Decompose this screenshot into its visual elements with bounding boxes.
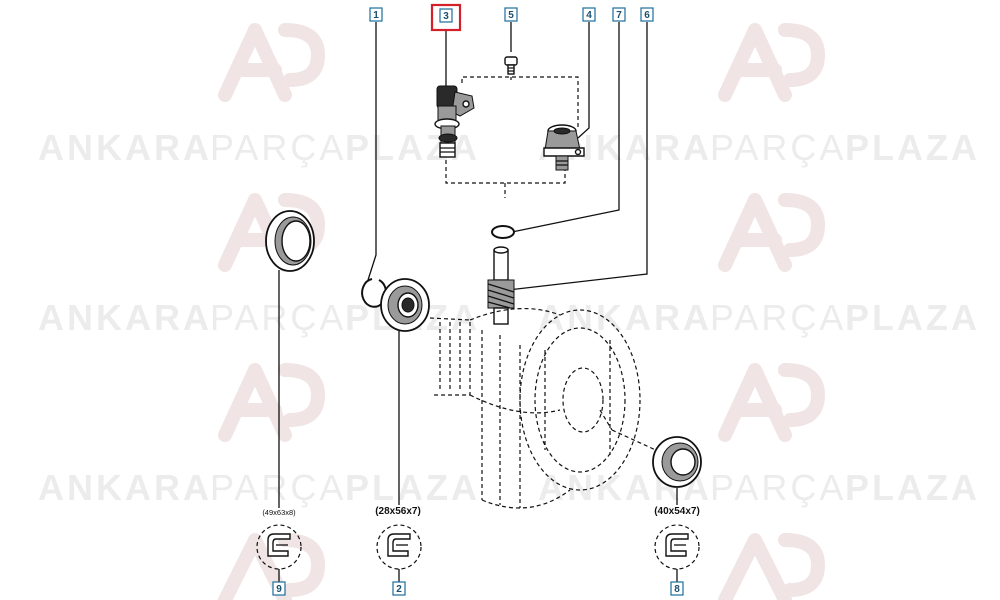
watermark: ANKARA PARÇA PLAZA ANKARA PARÇA PLAZA AN…: [38, 23, 980, 600]
svg-text:1: 1: [373, 10, 379, 21]
svg-text:PARÇA: PARÇA: [210, 127, 346, 168]
leader-lines: [278, 22, 678, 508]
seal-size-labels: (49x63x8) (28x56x7) (40x54x7): [262, 506, 699, 517]
svg-text:PARÇA: PARÇA: [710, 127, 846, 168]
svg-text:2: 2: [396, 584, 402, 595]
svg-text:9: 9: [276, 584, 282, 595]
svg-text:PLAZA: PLAZA: [845, 467, 980, 508]
highlight-frame: [430, 3, 462, 32]
svg-text:ANKARA: ANKARA: [538, 297, 712, 338]
callout-1[interactable]: 1: [369, 7, 383, 22]
watermark-text-row-2: ANKARA PARÇA PLAZA ANKARA PARÇA PLAZA: [38, 297, 980, 338]
svg-text:5: 5: [508, 10, 514, 21]
callout-9[interactable]: 9: [272, 581, 286, 596]
seal-profile-9: [256, 524, 302, 570]
svg-text:PARÇA: PARÇA: [210, 297, 346, 338]
svg-text:PLAZA: PLAZA: [845, 297, 980, 338]
sensor-adapter-part-4[interactable]: [543, 124, 585, 171]
seal-profile-8: [654, 524, 700, 570]
svg-text:ANKARA: ANKARA: [38, 467, 212, 508]
watermark-logo: [218, 23, 825, 600]
callout-7[interactable]: 7: [612, 7, 626, 22]
differential-assembly: [429, 308, 641, 509]
seal-size-8: (40x54x7): [654, 506, 700, 517]
svg-text:6: 6: [644, 10, 650, 21]
speed-sensor-part-3[interactable]: [434, 85, 475, 158]
callout-5[interactable]: 5: [504, 7, 518, 22]
circlip-part-1[interactable]: [361, 278, 388, 308]
oil-seal-part-8[interactable]: [652, 436, 702, 488]
svg-text:3: 3: [443, 11, 449, 22]
svg-text:PARÇA: PARÇA: [210, 467, 346, 508]
callout-4[interactable]: 4: [582, 7, 596, 22]
oil-seal-part-9[interactable]: [265, 210, 315, 272]
seal-profile-2: [376, 524, 422, 570]
svg-text:7: 7: [616, 10, 622, 21]
drive-gear-part-6[interactable]: [487, 246, 515, 325]
svg-text:ANKARA: ANKARA: [38, 297, 212, 338]
svg-text:PLAZA: PLAZA: [845, 127, 980, 168]
o-ring-part-7[interactable]: [491, 225, 515, 239]
svg-text:PLAZA: PLAZA: [345, 127, 480, 168]
watermark-text-row-1: ANKARA PARÇA PLAZA ANKARA PARÇA PLAZA: [38, 127, 980, 168]
bolt-part-5[interactable]: [504, 56, 518, 75]
svg-text:ANKARA: ANKARA: [38, 127, 212, 168]
svg-text:PARÇA: PARÇA: [710, 467, 846, 508]
seal-size-9: (49x63x8): [262, 508, 296, 517]
svg-text:PLAZA: PLAZA: [345, 467, 480, 508]
callout-3[interactable]: 3: [430, 3, 462, 32]
oil-seal-part-2[interactable]: [380, 278, 430, 332]
seal-size-2: (28x56x7): [375, 506, 421, 517]
callout-6[interactable]: 6: [640, 7, 654, 22]
callout-2[interactable]: 2: [392, 581, 406, 596]
svg-text:4: 4: [586, 10, 592, 21]
callout-8[interactable]: 8: [670, 581, 684, 596]
seal-profile-leaders: [278, 569, 678, 582]
svg-text:8: 8: [674, 584, 680, 595]
svg-text:PARÇA: PARÇA: [710, 297, 846, 338]
watermark-text-row-3: ANKARA PARÇA PLAZA ANKARA PARÇA PLAZA: [38, 467, 980, 508]
